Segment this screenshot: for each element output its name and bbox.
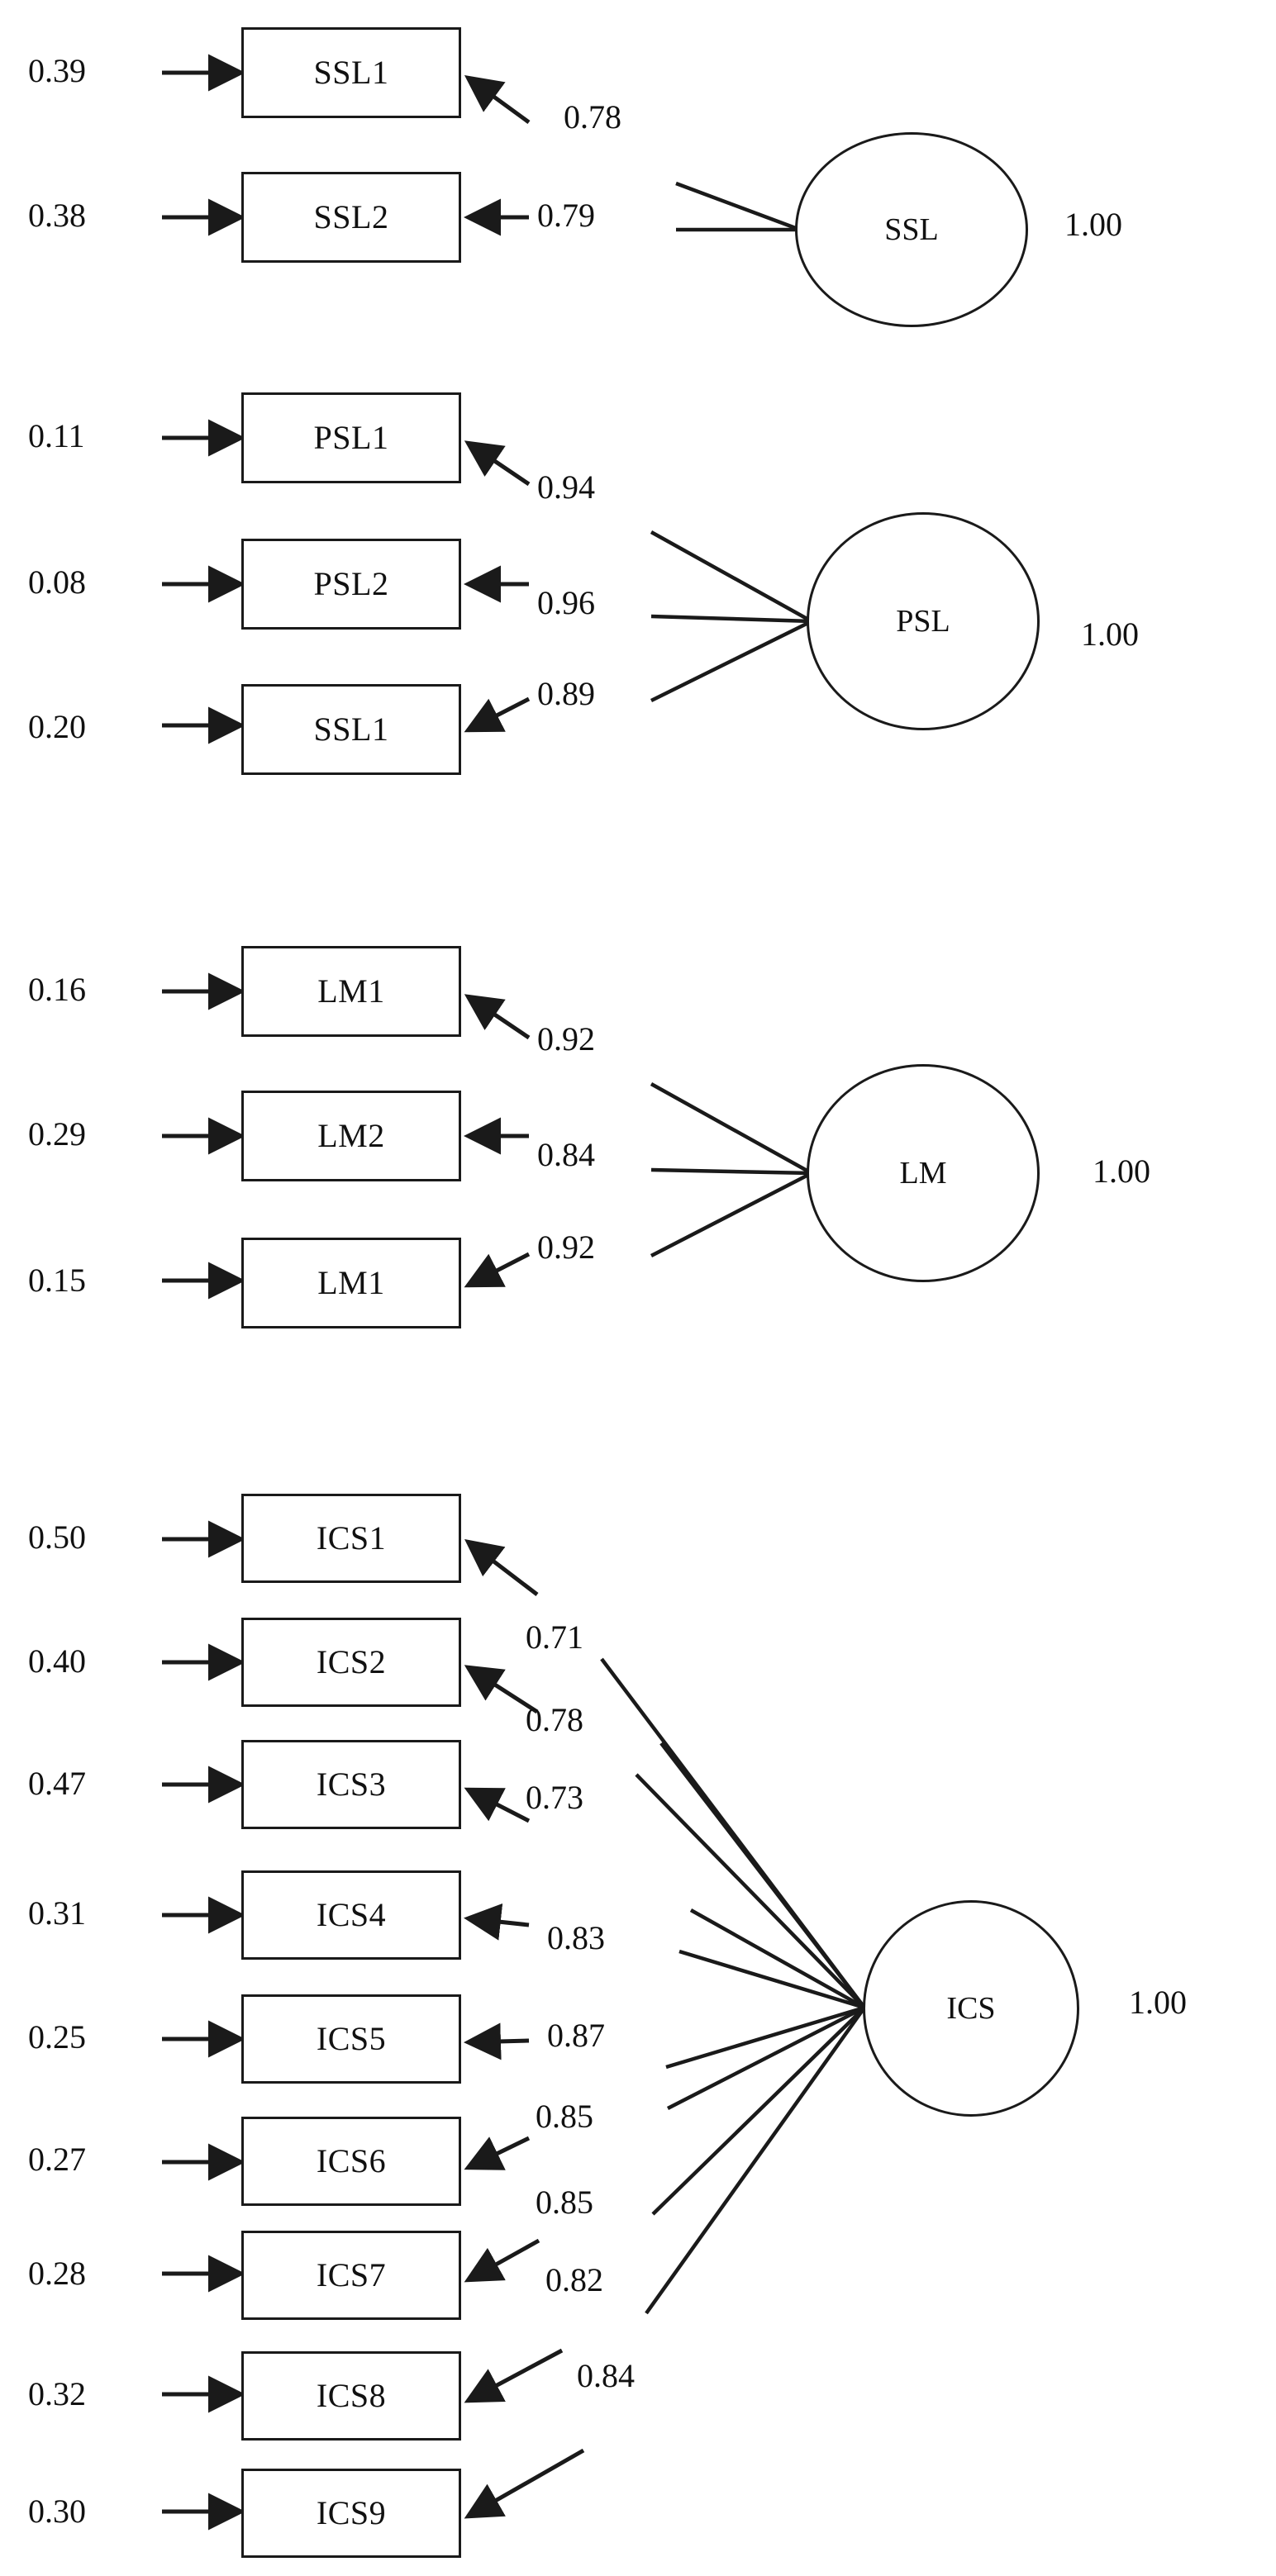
indicator-label: ICS2: [316, 1643, 387, 1680]
residual-value-ics7: 0.28: [28, 2255, 86, 2292]
variance-value-ics: 1.00: [1129, 1984, 1187, 2021]
indicator-label: LM2: [317, 1117, 385, 1154]
indicator-label: ICS8: [316, 2377, 387, 2414]
loading-value-lm1: 0.92: [537, 1020, 595, 1057]
residual-value-lm3: 0.15: [28, 1262, 86, 1299]
latent-construct-ssl[interactable]: SSL: [795, 132, 1028, 327]
loading-value-ics1: 0.71: [526, 1618, 583, 1656]
loading-value-ssl2: 0.79: [537, 197, 595, 234]
indicator-label: ICS1: [316, 1519, 387, 1557]
loading-value-ics3: 0.73: [526, 1779, 583, 1816]
variance-value-lm: 1.00: [1093, 1153, 1150, 1190]
residual-value-ics9: 0.30: [28, 2493, 86, 2530]
latent-construct-ics[interactable]: ICS: [863, 1900, 1079, 2117]
indicator-box-psl2[interactable]: PSL2: [241, 539, 461, 630]
latent-construct-lm[interactable]: LM: [807, 1064, 1040, 1282]
residual-value-psl1: 0.11: [28, 417, 85, 454]
residual-value-ics8: 0.32: [28, 2375, 86, 2412]
loading-fan-lines: [600, 181, 866, 2315]
indicator-box-ics8[interactable]: ICS8: [241, 2351, 461, 2441]
latent-label: SSL: [884, 212, 939, 247]
residual-value-lm2: 0.29: [28, 1115, 86, 1153]
loading-value-lm2: 0.84: [537, 1136, 595, 1173]
loading-value-psl3: 0.89: [537, 675, 595, 712]
loading-value-psl1: 0.94: [537, 468, 595, 506]
latent-label: ICS: [946, 1991, 996, 2026]
indicator-box-ics7[interactable]: ICS7: [241, 2231, 461, 2320]
residual-value-psl2: 0.08: [28, 563, 86, 601]
loading-value-psl2: 0.96: [537, 584, 595, 621]
variance-value-psl: 1.00: [1081, 615, 1139, 653]
indicator-box-ics6[interactable]: ICS6: [241, 2117, 461, 2206]
indicator-box-ics9[interactable]: ICS9: [241, 2469, 461, 2558]
residual-value-ics5: 0.25: [28, 2018, 86, 2056]
indicator-label: LM1: [317, 1264, 385, 1301]
residual-value-ssl2: 0.38: [28, 197, 86, 234]
loading-value-lm3: 0.92: [537, 1229, 595, 1266]
loading-value-ssl1: 0.78: [564, 98, 621, 135]
loading-arrow-stubs: [464, 75, 585, 2519]
indicator-label: ICS7: [316, 2256, 387, 2293]
latent-label: PSL: [896, 604, 950, 639]
residual-value-ics4: 0.31: [28, 1894, 86, 1932]
indicator-box-ics5[interactable]: ICS5: [241, 1994, 461, 2084]
indicator-label: PSL1: [313, 419, 389, 456]
indicator-label: SSL1: [313, 711, 389, 748]
residual-value-ics1: 0.50: [28, 1519, 86, 1556]
indicator-label: ICS6: [316, 2142, 387, 2179]
indicator-box-lm1[interactable]: LM1: [241, 946, 461, 1037]
indicator-box-ics4[interactable]: ICS4: [241, 1870, 461, 1960]
indicator-box-ics3[interactable]: ICS3: [241, 1740, 461, 1829]
indicator-label: PSL2: [313, 565, 389, 602]
indicator-box-ssl2[interactable]: SSL2: [241, 172, 461, 263]
indicator-label: ICS4: [316, 1896, 387, 1933]
residual-value-psl3: 0.20: [28, 708, 86, 745]
indicator-label: ICS5: [316, 2020, 387, 2057]
variance-value-ssl: 1.00: [1064, 206, 1122, 243]
indicator-label: ICS3: [316, 1766, 387, 1803]
indicator-box-psl3[interactable]: SSL1: [241, 684, 461, 775]
indicator-box-ics2[interactable]: ICS2: [241, 1618, 461, 1707]
indicator-label: ICS9: [316, 2494, 387, 2531]
indicator-box-lm3[interactable]: LM1: [241, 1238, 461, 1328]
indicator-box-lm2[interactable]: LM2: [241, 1091, 461, 1181]
residual-value-lm1: 0.16: [28, 971, 86, 1008]
loading-value-ics5: 0.87: [547, 2017, 605, 2054]
latent-construct-psl[interactable]: PSL: [807, 512, 1040, 730]
loading-value-ics8: 0.82: [545, 2261, 603, 2298]
loading-value-ics4: 0.83: [547, 1919, 605, 1956]
loading-value-ics2: 0.78: [526, 1701, 583, 1738]
residual-value-ssl1: 0.39: [28, 52, 86, 89]
residual-value-ics3: 0.47: [28, 1765, 86, 1802]
indicator-label: SSL1: [313, 54, 389, 91]
residual-value-ics6: 0.27: [28, 2141, 86, 2178]
indicator-label: LM1: [317, 972, 385, 1010]
latent-label: LM: [899, 1156, 947, 1191]
indicator-box-ics1[interactable]: ICS1: [241, 1494, 461, 1583]
loading-value-ics6: 0.85: [536, 2098, 593, 2135]
loading-value-ics9: 0.84: [577, 2357, 635, 2394]
loading-value-ics7: 0.85: [536, 2184, 593, 2221]
residual-arrows: [162, 54, 245, 2531]
indicator-label: SSL2: [313, 198, 389, 235]
indicator-box-psl1[interactable]: PSL1: [241, 392, 461, 483]
indicator-box-ssl1[interactable]: SSL1: [241, 27, 461, 118]
residual-value-ics2: 0.40: [28, 1642, 86, 1680]
